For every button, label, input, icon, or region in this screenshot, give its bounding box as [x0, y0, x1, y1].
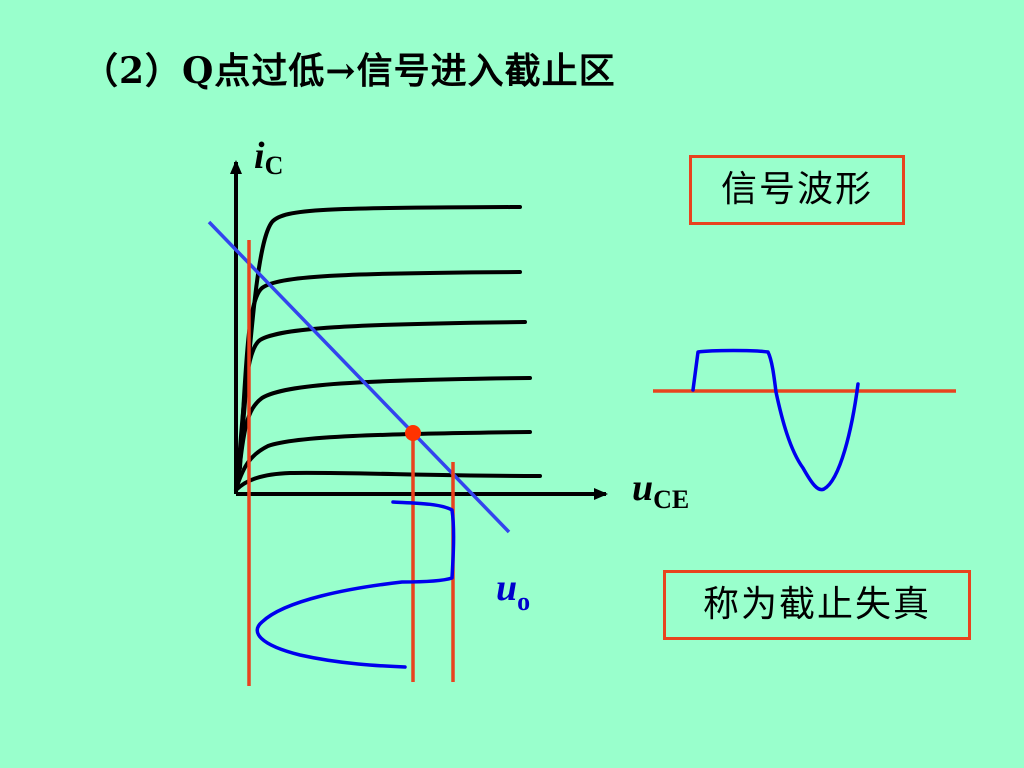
y-axis-label: iC [254, 135, 283, 180]
characteristic-curve-5 [235, 430, 532, 488]
signal-waveform [691, 348, 860, 492]
x-axis-label: uCE [632, 467, 689, 514]
output-label-uo: uo [496, 567, 530, 616]
load-line [207, 220, 511, 534]
characteristic-curve-2 [238, 270, 522, 470]
signal-waveform-box: 信号波形 [689, 155, 905, 225]
output-characteristic-curves [234, 205, 542, 492]
axes [230, 160, 608, 500]
q-point [405, 425, 421, 441]
slide-title: （2）Q点过低→信号进入截止区 [82, 50, 616, 92]
guide-lines [247, 240, 455, 686]
characteristic-curve-4 [236, 376, 532, 482]
cutoff-distortion-box: 称为截止失真 [663, 570, 971, 640]
output-waveform-uo [255, 500, 456, 669]
characteristic-curve-6 [234, 470, 542, 492]
characteristic-curve-3 [236, 320, 527, 476]
